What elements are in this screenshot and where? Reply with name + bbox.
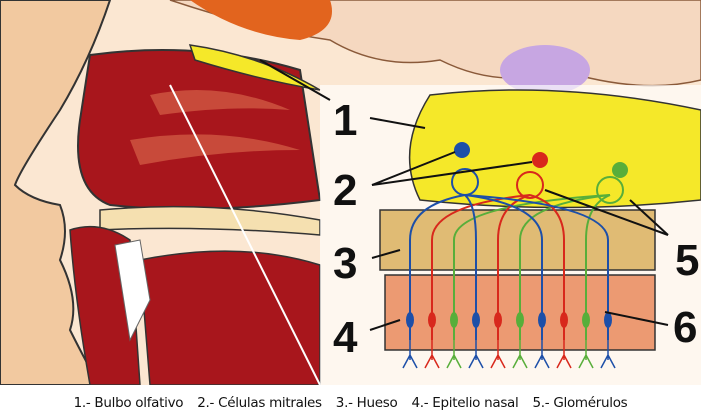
olfactory-bulb-small [188, 44, 321, 91]
cilia [490, 340, 506, 369]
caption-item-5: 5.- Glomérulos [532, 394, 628, 411]
zoom-line [169, 84, 321, 385]
uvula [114, 239, 151, 342]
bone-layer [379, 209, 656, 271]
mitral-cell-green [612, 162, 628, 178]
label-5: 5 [675, 236, 699, 285]
receptor-neuron [450, 312, 458, 328]
label-3: 3 [333, 239, 357, 288]
receptor-neuron [560, 312, 568, 328]
receptor-axon [497, 194, 531, 340]
caption: 1.- Bulbo olfativo 2.- Células mitrales … [0, 385, 701, 420]
glomerulus-green [596, 176, 624, 204]
receptor-axon [464, 194, 543, 340]
receptor-neuron [494, 312, 502, 328]
receptor-axon [585, 194, 611, 340]
glomerulus-blue [451, 168, 479, 196]
receptor-axon [409, 194, 466, 340]
receptor-axon [529, 194, 565, 340]
glomerulus-red [516, 171, 544, 199]
pointer-lines [259, 59, 669, 331]
olfactory-neurons [402, 194, 616, 369]
cilia [424, 340, 440, 369]
brain-purple-region [500, 45, 590, 95]
receptor-neuron [582, 312, 590, 328]
mitral-cell-blue [454, 142, 470, 158]
olfactory-bulb [408, 89, 701, 209]
receptor-neuron [538, 312, 546, 328]
receptor-axon [453, 194, 611, 340]
mitral-cell-red [532, 152, 548, 168]
cilia [534, 340, 550, 369]
caption-item-3: 3.- Hueso [335, 394, 398, 411]
cilia [556, 340, 572, 369]
cilia [402, 340, 418, 369]
face-skin [0, 0, 112, 385]
cilia [512, 340, 528, 369]
receptor-neuron [428, 312, 436, 328]
label-6: 6 [673, 303, 697, 352]
turbinate-upper [150, 90, 290, 115]
label-1: 1 [333, 96, 357, 145]
tongue [139, 250, 321, 385]
label-4: 4 [333, 313, 358, 362]
cilia [468, 340, 484, 369]
cilia [600, 340, 616, 369]
receptor-neuron [406, 312, 414, 328]
receptor-axon [464, 194, 477, 340]
caption-item-2: 2.- Células mitrales [197, 394, 322, 411]
caption-item-1: 1.- Bulbo olfativo [73, 394, 184, 411]
receptor-axon [519, 194, 611, 340]
caption-item-4: 4.- Epitelio nasal [411, 394, 519, 411]
receptor-axon [464, 194, 609, 340]
turbinate-middle [130, 134, 300, 165]
label-2: 2 [333, 166, 357, 215]
cilia [446, 340, 462, 369]
receptor-neuron [516, 312, 524, 328]
receptor-neuron [472, 312, 480, 328]
receptor-neuron [604, 312, 612, 328]
olfactory-diagram: 1 2 3 4 5 6 [0, 0, 701, 385]
cilia [578, 340, 594, 369]
brain-red-region [190, 0, 332, 40]
